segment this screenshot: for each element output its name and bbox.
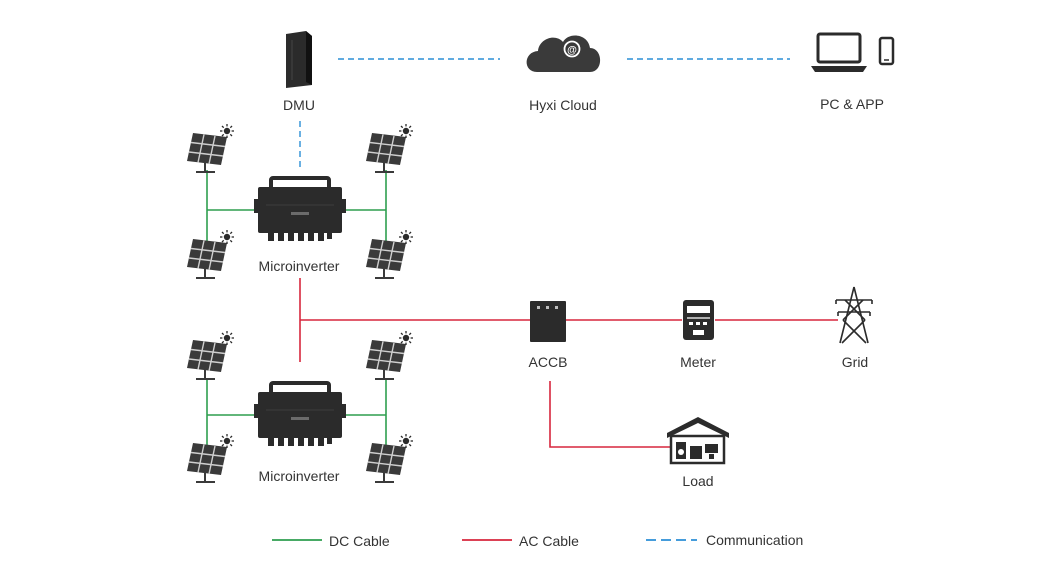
- meter-icon: [683, 300, 714, 340]
- accb-label: ACCB: [528, 354, 568, 370]
- solar-panel-icon: [365, 238, 407, 279]
- grid-label: Grid: [841, 354, 869, 370]
- breaker-box-icon: [530, 301, 566, 342]
- solar-panel-icon: [186, 132, 228, 173]
- svg-text:@: @: [567, 45, 577, 56]
- load-label: Load: [682, 473, 714, 489]
- dmu-router-icon: [286, 31, 312, 88]
- transmission-tower-icon: [835, 286, 873, 344]
- house-icon: [667, 417, 729, 465]
- microinverter-label-1: Microinverter: [258, 258, 340, 274]
- communication-lines: [299, 58, 790, 170]
- hyxi-cloud-label: Hyxi Cloud: [529, 97, 597, 113]
- phone-icon: [878, 36, 895, 66]
- legend-comm-label: Communication: [706, 532, 804, 548]
- ac-cable-lines: [299, 278, 838, 448]
- microinverter-icon: [252, 176, 348, 243]
- dc-cable-lines: [206, 170, 387, 450]
- microinverter-label-2: Microinverter: [258, 468, 340, 484]
- legend-ac-label: AC Cable: [519, 533, 579, 549]
- solar-panel-icon: [365, 442, 407, 483]
- sun-icon: [219, 330, 235, 346]
- dmu-label: DMU: [283, 97, 315, 113]
- solar-panel-icon: [186, 442, 228, 483]
- sun-icon: [219, 433, 235, 449]
- legend-dc-label: DC Cable: [329, 533, 390, 549]
- microinverter-icon: [252, 381, 348, 448]
- solar-panel-icon: [365, 339, 407, 380]
- solar-panel-icon: [186, 339, 228, 380]
- sun-icon: [398, 123, 414, 139]
- cloud-icon: @: [526, 35, 601, 72]
- sun-icon: [219, 229, 235, 245]
- sun-icon: [219, 123, 235, 139]
- sun-icon: [398, 433, 414, 449]
- pc-app-label: PC & APP: [820, 96, 884, 112]
- solar-panel-icon: [365, 132, 407, 173]
- solar-panel-icon: [186, 238, 228, 279]
- meter-label: Meter: [680, 354, 716, 370]
- laptop-icon: [811, 32, 867, 72]
- sun-icon: [398, 229, 414, 245]
- sun-icon: [398, 330, 414, 346]
